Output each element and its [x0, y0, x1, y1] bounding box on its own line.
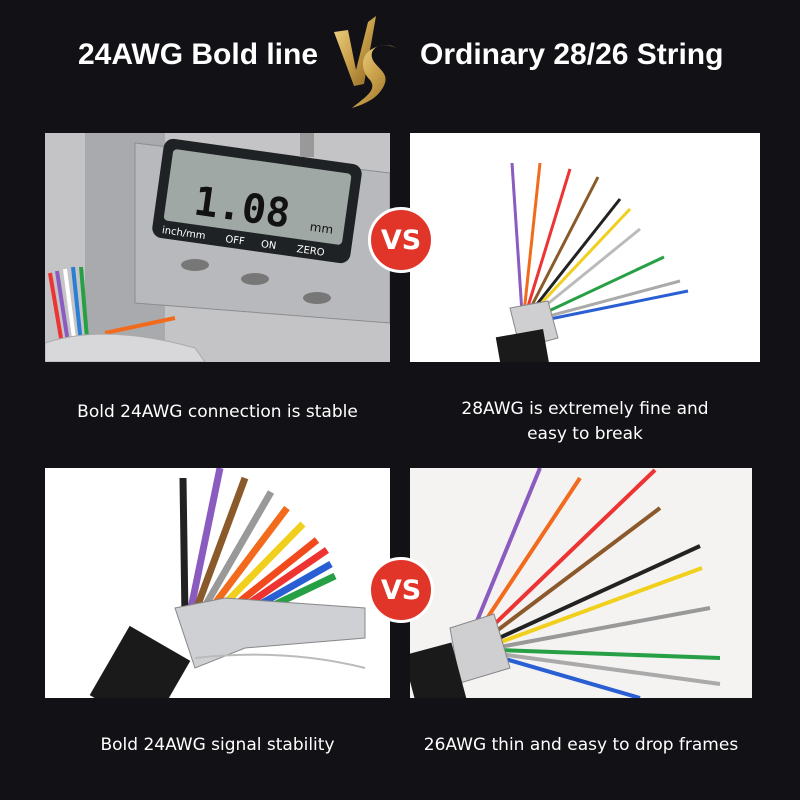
caption-line: easy to break [527, 424, 643, 444]
thin-28awg-wire-photo [410, 133, 760, 362]
caliper-photo: 1.08 mm inch/mm OFF ON ZERO [45, 133, 390, 362]
caption-28awg: 28AWG is extremely fine and easy to brea… [410, 397, 760, 447]
caption-bold-24awg-signal: Bold 24AWG signal stability [100, 735, 335, 755]
caliper-label: ON [260, 239, 277, 252]
right-title: Ordinary 28/26 String [420, 38, 724, 71]
caption-26awg: 26AWG thin and easy to drop frames [423, 735, 739, 755]
caption-line: 28AWG is extremely fine and [461, 399, 709, 419]
bold-24awg-wire-photo [45, 468, 390, 698]
caption-bold-24awg-connection: Bold 24AWG connection is stable [77, 402, 358, 422]
caliper-label: ZERO [296, 244, 325, 259]
vs-gold-logo [334, 16, 396, 108]
caliper-label: OFF [225, 234, 246, 248]
vs-badge: VS [368, 207, 434, 273]
thin-26awg-wire-photo [410, 468, 752, 698]
left-title: 24AWG Bold line [78, 38, 319, 71]
vs-badge: VS [368, 557, 434, 623]
caliper-unit: mm [309, 220, 334, 237]
